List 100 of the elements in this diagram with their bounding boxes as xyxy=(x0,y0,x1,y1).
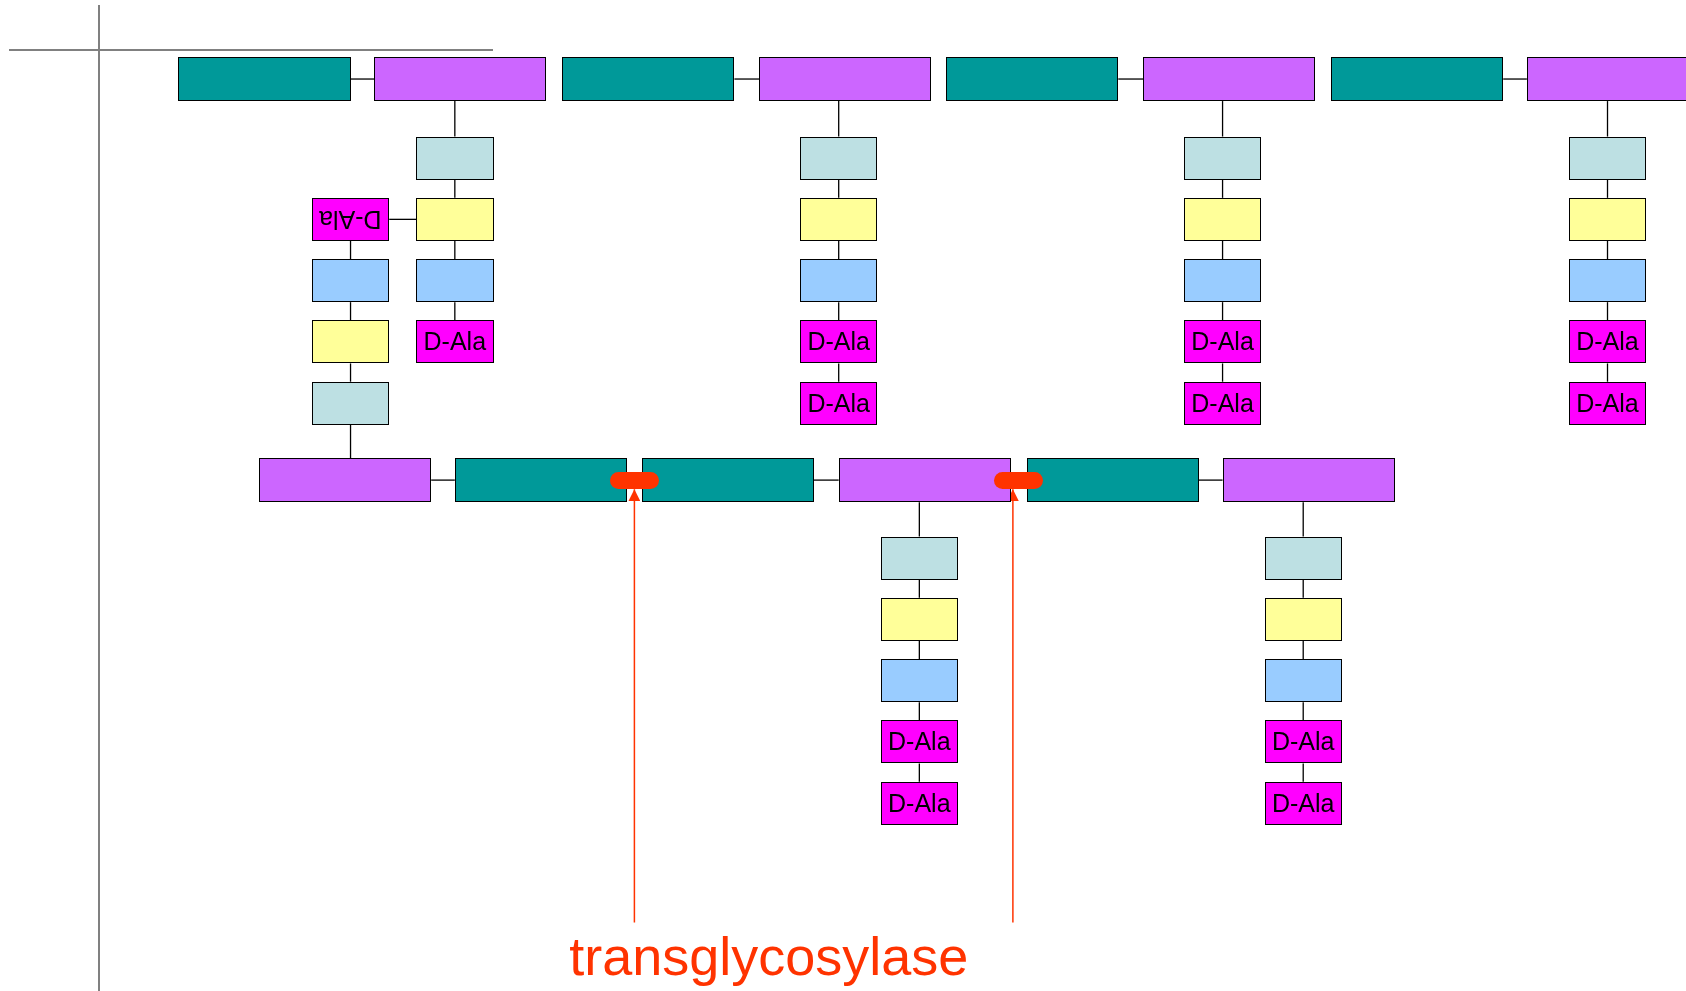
glycan-box xyxy=(759,57,932,102)
residue-label: D-Ala xyxy=(807,390,870,416)
connector-line xyxy=(1302,762,1304,783)
glycan-box xyxy=(1331,57,1504,102)
peptide-box xyxy=(800,197,878,241)
connector-line xyxy=(1221,100,1224,138)
glycan-box xyxy=(1526,57,1686,102)
peptide-box xyxy=(1183,197,1262,241)
connector-line xyxy=(918,501,920,538)
connector-line xyxy=(838,240,840,260)
connector-line xyxy=(454,178,456,199)
connector-line xyxy=(1606,362,1609,383)
peptide-box xyxy=(800,136,878,180)
residue-label: D-Ala xyxy=(319,206,382,232)
glycan-box xyxy=(454,458,627,503)
residue-label: D-Ala xyxy=(423,329,487,355)
d-ala-box xyxy=(800,381,878,425)
connector-line xyxy=(349,78,375,80)
residue-label: D-Ala xyxy=(888,729,951,755)
residue-label: D-Ala xyxy=(1576,329,1639,355)
peptide-box xyxy=(1264,536,1342,580)
glycan-box xyxy=(946,57,1119,102)
connector-line xyxy=(1606,100,1609,138)
peptide-box xyxy=(800,259,878,303)
glycan-box xyxy=(641,458,814,503)
peptide-box xyxy=(1264,659,1342,703)
connector-line xyxy=(349,240,352,260)
residue-label: D-Ala xyxy=(1191,390,1254,416)
residue-label: D-Ala xyxy=(1576,390,1639,416)
connector-line xyxy=(1117,78,1144,80)
connector-line xyxy=(1198,479,1224,481)
residue-label: D-Ala xyxy=(807,329,870,355)
peptide-box xyxy=(1568,259,1647,303)
peptide-box xyxy=(880,659,959,703)
peptide-box xyxy=(1568,197,1647,241)
connector-line xyxy=(1221,301,1224,322)
peptide-box xyxy=(311,320,390,364)
connector-line xyxy=(918,578,920,599)
connector-line xyxy=(1302,701,1304,722)
connector-line xyxy=(454,301,456,322)
peptide-box xyxy=(880,536,959,580)
connector-line xyxy=(838,178,840,199)
connector-line xyxy=(1221,240,1224,260)
connector-line xyxy=(1606,301,1609,322)
d-ala-box xyxy=(416,320,494,364)
glycan-box xyxy=(1026,458,1199,503)
peptide-box xyxy=(416,197,494,241)
residue-label: D-Ala xyxy=(888,790,951,816)
connector-line xyxy=(349,424,352,459)
connector-line xyxy=(1302,501,1304,538)
connector-line xyxy=(1606,240,1609,260)
d-ala-box xyxy=(1568,381,1647,425)
connector-line xyxy=(838,362,840,383)
peptide-box xyxy=(311,259,390,303)
d-ala-box xyxy=(1183,381,1262,425)
connector-line xyxy=(1302,578,1304,599)
connector-line xyxy=(1606,178,1609,199)
residue-label: D-Ala xyxy=(1191,329,1254,355)
peptide-box xyxy=(1264,597,1342,641)
connector-line xyxy=(838,100,840,138)
arrow xyxy=(628,488,641,924)
peptide-box xyxy=(1568,136,1647,180)
peptide-box xyxy=(1183,136,1262,180)
d-ala-box xyxy=(311,197,390,241)
residue-label: D-Ala xyxy=(1271,729,1335,755)
d-ala-box xyxy=(1264,781,1342,825)
glycan-box xyxy=(838,458,1011,503)
connector-line xyxy=(918,701,920,722)
glycan-box xyxy=(1222,458,1395,503)
connector-line xyxy=(1221,362,1224,383)
connector-line xyxy=(918,640,920,660)
connector-line xyxy=(349,301,352,322)
connector-line xyxy=(430,479,456,481)
peptide-box xyxy=(311,381,390,425)
glycan-box xyxy=(374,57,547,102)
d-ala-box xyxy=(1568,320,1647,364)
connector-line xyxy=(349,362,352,383)
peptide-box xyxy=(880,597,959,641)
d-ala-box xyxy=(1264,720,1342,764)
glycan-box xyxy=(178,57,351,102)
connector-line xyxy=(838,301,840,322)
glycan-box xyxy=(1143,57,1315,102)
enzyme-label: transglycosylase xyxy=(505,922,1033,990)
glycan-box xyxy=(259,458,432,503)
connector-line xyxy=(813,479,840,481)
d-ala-box xyxy=(800,320,878,364)
connector-line xyxy=(1502,78,1528,80)
connector-line xyxy=(454,240,456,260)
peptide-box xyxy=(416,259,494,303)
connector-line xyxy=(454,100,456,138)
connector-line xyxy=(733,78,760,80)
peptide-box xyxy=(1183,259,1262,303)
connector-line xyxy=(1221,178,1224,199)
connector-line xyxy=(918,762,920,783)
connector-line xyxy=(388,218,417,220)
glycan-box xyxy=(562,57,735,102)
peptide-box xyxy=(416,136,494,180)
connector-line xyxy=(1302,640,1304,660)
d-ala-box xyxy=(880,781,959,825)
residue-label: D-Ala xyxy=(1271,790,1335,816)
